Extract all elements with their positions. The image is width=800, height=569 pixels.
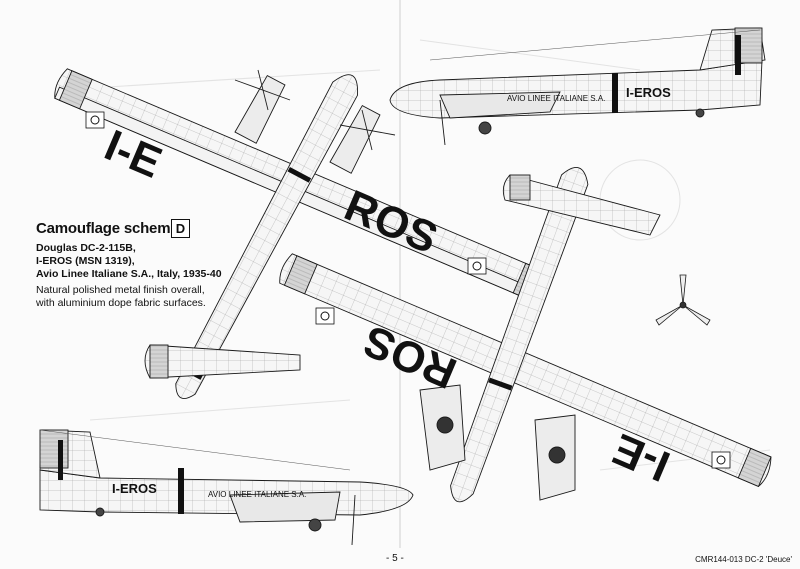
wing-marking-top-right: ROS xyxy=(338,181,445,263)
catalog-code: CMR144-013 DC-2 'Deuce' xyxy=(695,555,792,564)
finish-line: with aluminium dope fabric surfaces. xyxy=(36,296,206,309)
top-view-aircraft xyxy=(54,68,547,399)
registration-side-left: I-EROS xyxy=(112,481,157,496)
aircraft-line: Avio Linee Italiane S.A., Italy, 1935-40 xyxy=(36,268,222,280)
aircraft-line: I-EROS (MSN 1319), xyxy=(36,255,135,267)
scheme-letter-badge: D xyxy=(171,219,190,238)
finish-line: Natural polished metal finish overall, xyxy=(36,284,205,296)
roundel-wing-top-right xyxy=(467,257,487,275)
camouflage-scheme-title: Camouflage scheme xyxy=(36,220,179,237)
titles-side-right: AVIO LINEE ITALIANE S.A. xyxy=(507,94,605,103)
roundel-wing-under-right xyxy=(711,451,731,469)
aircraft-description: Douglas DC-2-115B, I-EROS (MSN 1319), Av… xyxy=(36,242,222,281)
under-view-aircraft xyxy=(279,166,772,503)
roundel-wing-top-left xyxy=(85,111,105,129)
registration-side-right: I-EROS xyxy=(626,85,671,100)
page-number: - 5 - xyxy=(386,553,404,564)
side-view-left-aircraft xyxy=(39,429,414,546)
finish-description: Natural polished metal finish overall, w… xyxy=(36,284,206,309)
roundel-wing-under-left xyxy=(315,307,335,325)
side-view-right-aircraft xyxy=(389,27,766,146)
titles-side-left: AVIO LINEE ITALIANE S.A. xyxy=(208,490,306,499)
aircraft-line: Douglas DC-2-115B, xyxy=(36,242,136,254)
propeller-detail xyxy=(655,274,711,326)
